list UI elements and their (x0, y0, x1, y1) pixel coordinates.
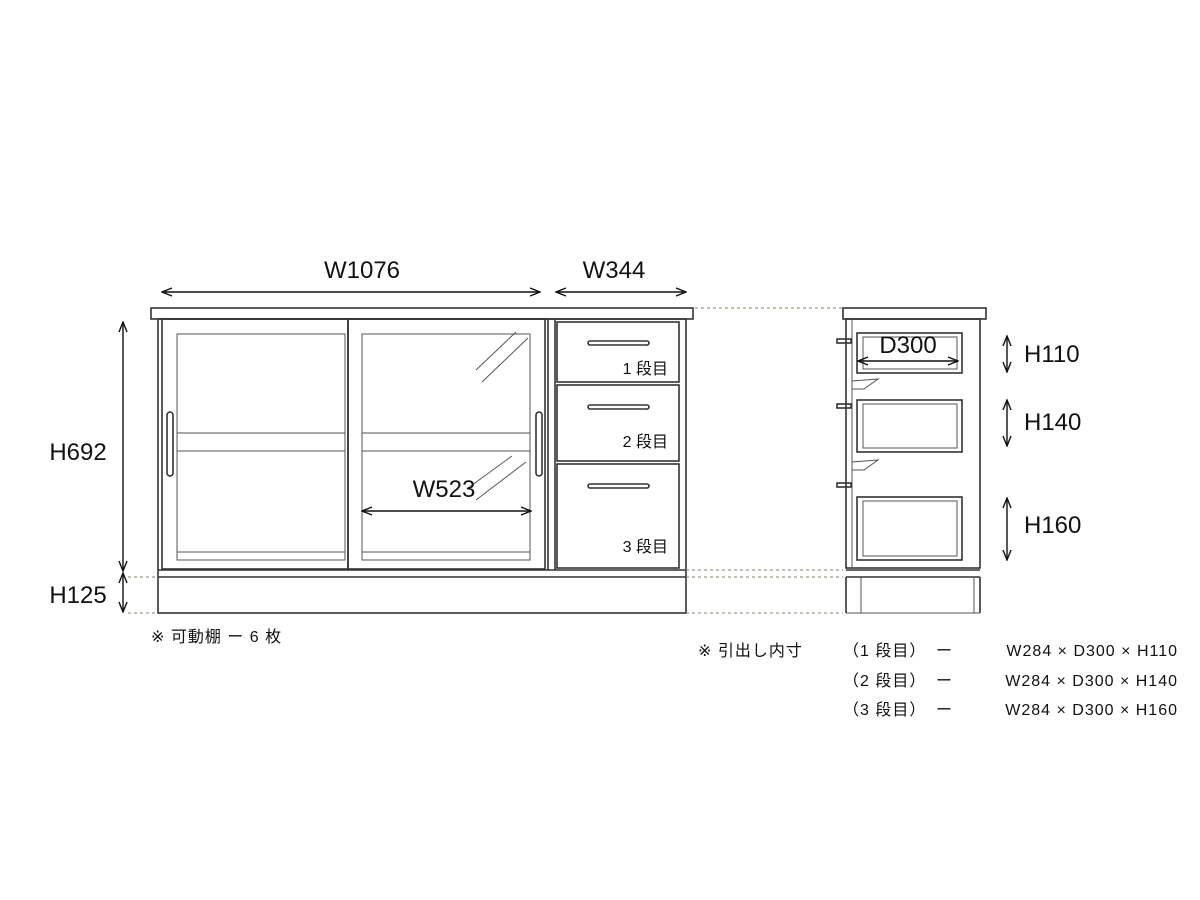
side-top-board (842, 307, 987, 320)
depth-label: D300 (879, 332, 936, 359)
drawer1-height-label: H110 (1024, 341, 1080, 368)
drawer-3-label: 3 段目 (623, 538, 668, 556)
side-drawer-2 (856, 399, 963, 453)
side-view (836, 307, 987, 614)
drawer-1: 1 段目 (556, 321, 680, 383)
inner-row-2-spec: W284 × D300 × H140 (1005, 673, 1178, 690)
inner-title: ※ 引出し内寸 (698, 642, 803, 660)
body-height-label: H692 (49, 439, 106, 466)
drawer-2: 2 段目 (556, 384, 680, 462)
right-door-handle (535, 411, 543, 477)
front-view: 1 段目 2 段目 3 段目 (150, 307, 694, 614)
shelves-note: ※ 可動棚 ー 6 枚 (151, 628, 282, 646)
drawer-3: 3 段目 (556, 463, 680, 569)
drawer-2-label: 2 段目 (623, 433, 668, 451)
drawer-2-handle (587, 404, 650, 410)
inner-row-1-spec: W284 × D300 × H110 (1006, 643, 1178, 660)
inner-row-1-dash: ー (936, 643, 953, 660)
drawer-width-label: W344 (583, 257, 646, 284)
inner-row-2-tier: （2 段目） (843, 672, 926, 690)
top-board (150, 307, 694, 320)
drawer-3-handle (587, 483, 650, 489)
drawer3-height-label: H160 (1024, 512, 1081, 539)
drawer-1-handle (587, 340, 650, 346)
inner-row-2-dash: ー (936, 673, 953, 690)
base-height-label: H125 (49, 582, 106, 609)
inner-row-3-tier: （3 段目） (843, 701, 926, 719)
left-glass-door (161, 318, 349, 570)
total-width-label: W1076 (324, 257, 400, 284)
side-drawer-3 (856, 496, 963, 561)
left-door-handle (166, 411, 174, 477)
drawer2-height-label: H140 (1024, 409, 1081, 436)
drawer-1-label: 1 段目 (623, 360, 668, 378)
side-body (845, 318, 981, 569)
right-glass-door (347, 318, 546, 570)
inner-row-3-dash: ー (936, 702, 953, 719)
inner-row-1-tier: （1 段目） (843, 642, 926, 660)
inner-row-3-spec: W284 × D300 × H160 (1005, 702, 1178, 719)
side-drawer-1 (856, 332, 963, 374)
side-dimensions: D300 H110 H140 H160 (858, 332, 1081, 560)
shelf-width-label: W523 (413, 476, 476, 503)
inner-dimensions-notes: ※ 引出し内寸 （1 段目） ー W284 × D300 × H110 （2 段… (698, 642, 1178, 719)
front-dimensions: W1076 W344 H692 H125 W523 (49, 257, 843, 614)
